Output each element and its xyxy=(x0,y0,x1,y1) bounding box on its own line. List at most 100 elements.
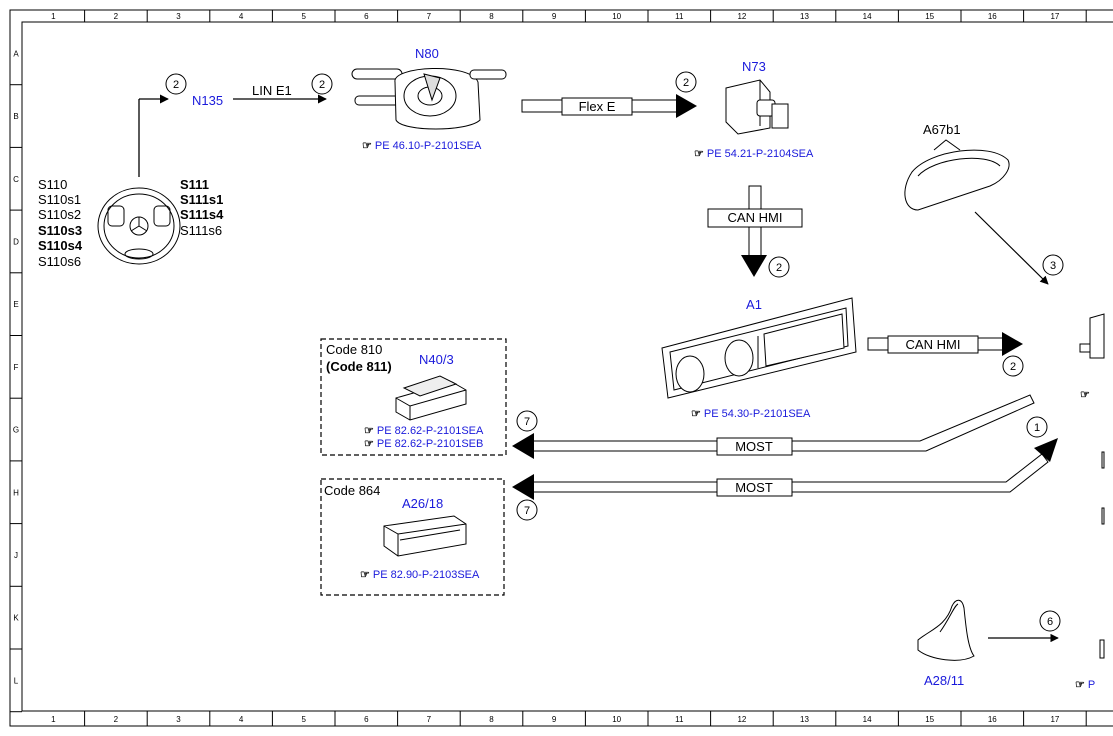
bus-can-hmi-label: CAN HMI xyxy=(728,210,783,225)
reference-icon: ☞ xyxy=(364,425,377,437)
grid-row-label: H xyxy=(13,488,19,497)
roof-antenna-icon xyxy=(917,599,975,661)
switch-label: S110s2 xyxy=(38,207,81,222)
grid-row-label: B xyxy=(13,112,18,121)
right-reference: ☞ P xyxy=(1075,679,1095,691)
switch-label: S110 xyxy=(38,177,67,192)
arrow-a67b1 xyxy=(974,211,1049,285)
marker-number: 2 xyxy=(776,262,782,274)
grid-column-label: 5 xyxy=(301,715,306,724)
marker-circle xyxy=(1042,254,1064,276)
grid-column-label: 10 xyxy=(612,12,621,21)
grid-column-label: 4 xyxy=(239,12,244,21)
grid-row-label: F xyxy=(14,363,19,372)
grid-column-label: 3 xyxy=(176,12,181,21)
reference-icon: ☞ xyxy=(1080,389,1090,401)
sound-amplifier-icon xyxy=(395,375,467,421)
switch-label: S111s1 xyxy=(180,192,223,207)
grid-column-label: 12 xyxy=(737,715,746,724)
code-810-box xyxy=(320,338,507,456)
switch-label: S111s6 xyxy=(180,223,222,238)
grid-column-label: 9 xyxy=(552,715,557,724)
marker-circle xyxy=(516,499,538,521)
marker-circle xyxy=(1002,355,1024,377)
steering-column-module-icon xyxy=(351,67,507,130)
grid-column-label: 4 xyxy=(239,715,244,724)
bus-most-label: MOST xyxy=(735,480,773,495)
n40-3-reference-b: ☞ PE 82.62-P-2101SEB xyxy=(364,438,483,450)
reference-icon: ☞ xyxy=(1075,679,1088,691)
component-n40-3-label: N40/3 xyxy=(419,352,454,367)
bus-can-hmi-label: CAN HMI xyxy=(906,337,961,352)
frame xyxy=(9,9,1113,727)
grid-row-label: E xyxy=(13,300,18,309)
grid-row-label: C xyxy=(13,175,19,184)
grid-column-label: 17 xyxy=(1050,12,1059,21)
marker-number: 6 xyxy=(1047,616,1053,628)
grid-column-label: 10 xyxy=(612,715,621,724)
grid-column-label: 6 xyxy=(364,12,369,21)
ignition-switch-icon xyxy=(725,79,789,135)
marker-number: 7 xyxy=(524,505,530,517)
marker-number: 7 xyxy=(524,416,530,428)
grid-column-label: 8 xyxy=(489,715,494,724)
grid-column-label: 1 xyxy=(51,715,56,724)
grid-row-label: J xyxy=(14,551,18,560)
grid-column-label: 5 xyxy=(301,12,306,21)
grid-column-label: 7 xyxy=(427,715,432,724)
a1-reference: ☞ PE 54.30-P-2101SEA xyxy=(691,408,811,420)
switch-label: S110s6 xyxy=(38,254,81,269)
switch-label: S111s4 xyxy=(180,207,224,222)
rearview-mirror-icon xyxy=(904,139,1010,211)
marker-circle xyxy=(768,256,790,278)
a26-18-reference: ☞ PE 82.90-P-2103SEA xyxy=(360,569,480,581)
grid-column-label: 15 xyxy=(925,715,934,724)
n73-reference: ☞ PE 54.21-P-2104SEA xyxy=(694,148,814,160)
marker-number: 3 xyxy=(1050,260,1056,272)
bus-most-label: MOST xyxy=(735,439,773,454)
grid-column-label: 2 xyxy=(114,715,119,724)
grid-column-label: 16 xyxy=(988,715,997,724)
reference-icon: ☞ xyxy=(360,569,373,581)
reference-icon: ☞ xyxy=(691,408,704,420)
marker-circle xyxy=(1026,416,1048,438)
most-bus-bottom xyxy=(512,438,1058,500)
marker-number: 2 xyxy=(319,79,325,91)
grid-row-label: G xyxy=(13,426,19,435)
component-n135-label: N135 xyxy=(192,93,223,108)
grid-column-label: 2 xyxy=(114,12,119,21)
right-reference: ☞ xyxy=(1080,389,1090,401)
component-a1-label: A1 xyxy=(746,297,762,312)
grid-column-label: 11 xyxy=(675,12,684,21)
grid-row-label: L xyxy=(14,676,19,685)
component-a28-11-label: A28/11 xyxy=(924,673,964,688)
marker-circle xyxy=(1039,610,1061,632)
marker-circle xyxy=(165,73,187,95)
grid-column-label: 13 xyxy=(800,12,809,21)
instrument-cluster-icon xyxy=(661,297,857,399)
code-810-label: Code 810 xyxy=(326,342,382,357)
bus-lin-e1-label: LIN E1 xyxy=(252,83,292,98)
can-hmi-horizontal-bus xyxy=(867,332,1023,356)
code-864-label: Code 864 xyxy=(324,483,380,498)
marker-circle xyxy=(675,71,697,93)
grid-column-label: 14 xyxy=(863,12,872,21)
marker-circle xyxy=(516,410,538,432)
grid-row-label: A xyxy=(13,49,19,58)
grid-column-label: 13 xyxy=(800,715,809,724)
grid-column-label: 7 xyxy=(427,12,432,21)
steering-wheel-icon xyxy=(97,187,181,265)
marker-number: 2 xyxy=(683,77,689,89)
grid-column-label: 1 xyxy=(51,12,56,21)
marker-number: 2 xyxy=(173,79,179,91)
reference-icon: ☞ xyxy=(694,148,707,160)
marker-number: 2 xyxy=(1010,361,1016,373)
component-a26-18-label: A26/18 xyxy=(402,496,443,511)
switch-label: S110s1 xyxy=(38,192,81,207)
most-bus-top xyxy=(512,394,1035,459)
offscreen-component-icon xyxy=(1079,313,1105,659)
grid-column-label: 8 xyxy=(489,12,494,21)
grid-column-label: 14 xyxy=(863,715,872,724)
grid-column-label: 3 xyxy=(176,715,181,724)
